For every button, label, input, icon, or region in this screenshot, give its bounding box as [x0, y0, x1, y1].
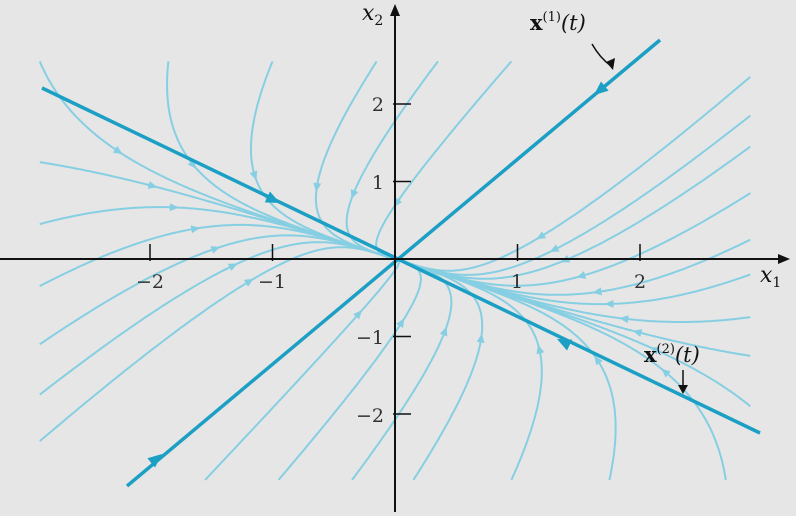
eigen-line-2	[41, 86, 761, 435]
trajectory-arrowhead	[249, 170, 258, 181]
trajectory-arrowhead	[594, 355, 603, 366]
trajectory-arrowhead	[112, 145, 123, 155]
y-tick-label: −2	[356, 405, 384, 427]
y-axis-arrowhead	[390, 4, 400, 16]
trajectory-arrowhead	[592, 287, 602, 296]
x-axis-arrowhead	[778, 254, 790, 264]
eigen-line-2-arrowhead	[557, 339, 573, 351]
trajectory-arrowhead	[350, 189, 359, 199]
trajectory-arrowhead	[476, 333, 485, 343]
y-tick-label: −1	[356, 327, 384, 349]
x-tick-label: −2	[136, 271, 164, 293]
y-axis-label: x2	[362, 1, 383, 29]
trajectory-arrowhead	[619, 315, 629, 324]
y-tick-label: 1	[372, 172, 384, 194]
x-tick-label: 2	[634, 271, 646, 293]
trajectory-arrowhead	[439, 326, 448, 337]
x-tick-label: 1	[511, 271, 523, 293]
solution-2-label: x(2)(t)	[644, 342, 700, 367]
eigen-line-1-arrowhead	[147, 454, 162, 468]
trajectory-arrowhead	[243, 278, 254, 287]
trajectory-arrowhead	[576, 271, 587, 279]
trajectory-arrowhead	[549, 244, 560, 252]
trajectory-arrowhead	[313, 182, 322, 193]
trajectory-arrowhead	[536, 344, 545, 355]
trajectory-arrowhead	[632, 329, 643, 337]
x-tick-label: −1	[258, 271, 286, 293]
eigen-line-1	[125, 38, 662, 488]
eigen-line-2-arrowhead	[264, 191, 280, 203]
trajectory-arrowhead	[396, 318, 405, 329]
eigen-lines-layer	[41, 38, 761, 488]
trajectory-arrowhead	[210, 246, 221, 254]
solution-2-pointer-head	[678, 385, 688, 394]
trajectory-arrowhead	[190, 225, 201, 234]
trajectory-arrowhead	[169, 203, 179, 212]
x-axis-label: x1	[760, 263, 781, 291]
axes-layer	[0, 4, 790, 512]
labels-layer: x2 x1 −2 −1 1 2 2 1 −1 −2 x(1)(t) x(2)(t…	[136, 1, 781, 427]
trajectory-arrowhead	[147, 181, 158, 189]
trajectory-arrowhead	[227, 263, 238, 271]
trajectory-arrowhead	[353, 310, 363, 320]
y-tick-label: 2	[372, 94, 384, 116]
trajectory-arrowhead	[650, 347, 660, 355]
solution-1-label: x(1)(t)	[530, 10, 586, 35]
trajectory-arrowhead	[536, 231, 547, 240]
trajectory-arrowhead	[661, 368, 671, 378]
eigen-line-1-arrowhead	[594, 81, 609, 95]
trajectory-curve	[39, 246, 396, 442]
solution-1-pointer-head	[606, 58, 615, 70]
trajectory-arrowhead	[604, 299, 614, 308]
